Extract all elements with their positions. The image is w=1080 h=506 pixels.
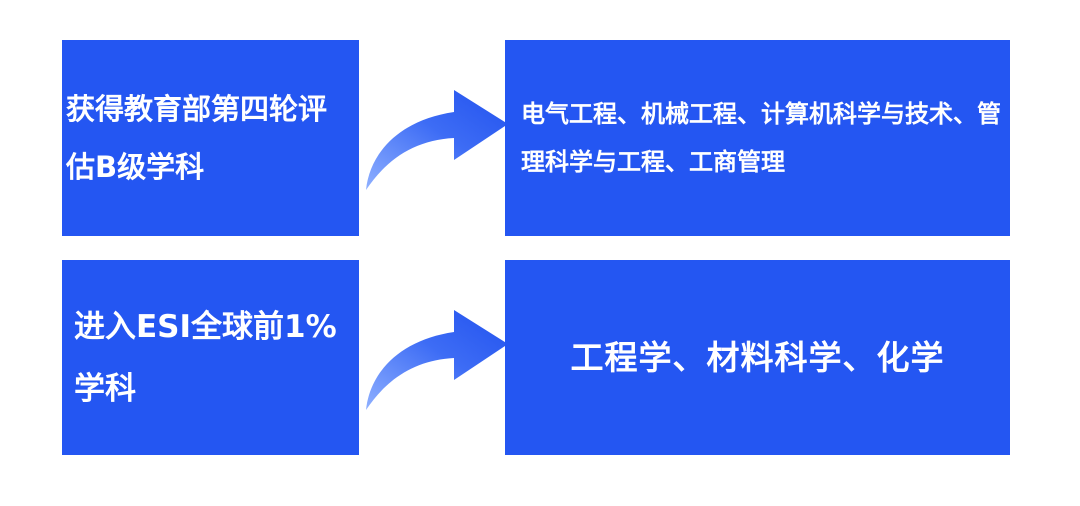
b-grade-disciplines-label: 电气工程、机械工程、计算机科学与技术、管理科学与工程、工商管理 — [521, 100, 1001, 176]
curved-arrow-icon — [366, 90, 508, 190]
b-grade-criterion-label: 获得教育部第四轮评估B级学科 — [66, 92, 328, 184]
curved-arrow-icon — [366, 310, 508, 410]
b-grade-disciplines-box: 电气工程、机械工程、计算机科学与技术、管理科学与工程、工商管理 — [505, 40, 1010, 236]
esi-disciplines-box: 工程学、材料科学、化学 — [505, 260, 1010, 455]
esi-criterion-box: 进入ESI全球前1%学科 — [62, 260, 359, 455]
esi-disciplines-label: 工程学、材料科学、化学 — [570, 337, 945, 377]
b-grade-criterion-box: 获得教育部第四轮评估B级学科 — [62, 40, 359, 236]
esi-criterion-label: 进入ESI全球前1%学科 — [74, 308, 337, 407]
